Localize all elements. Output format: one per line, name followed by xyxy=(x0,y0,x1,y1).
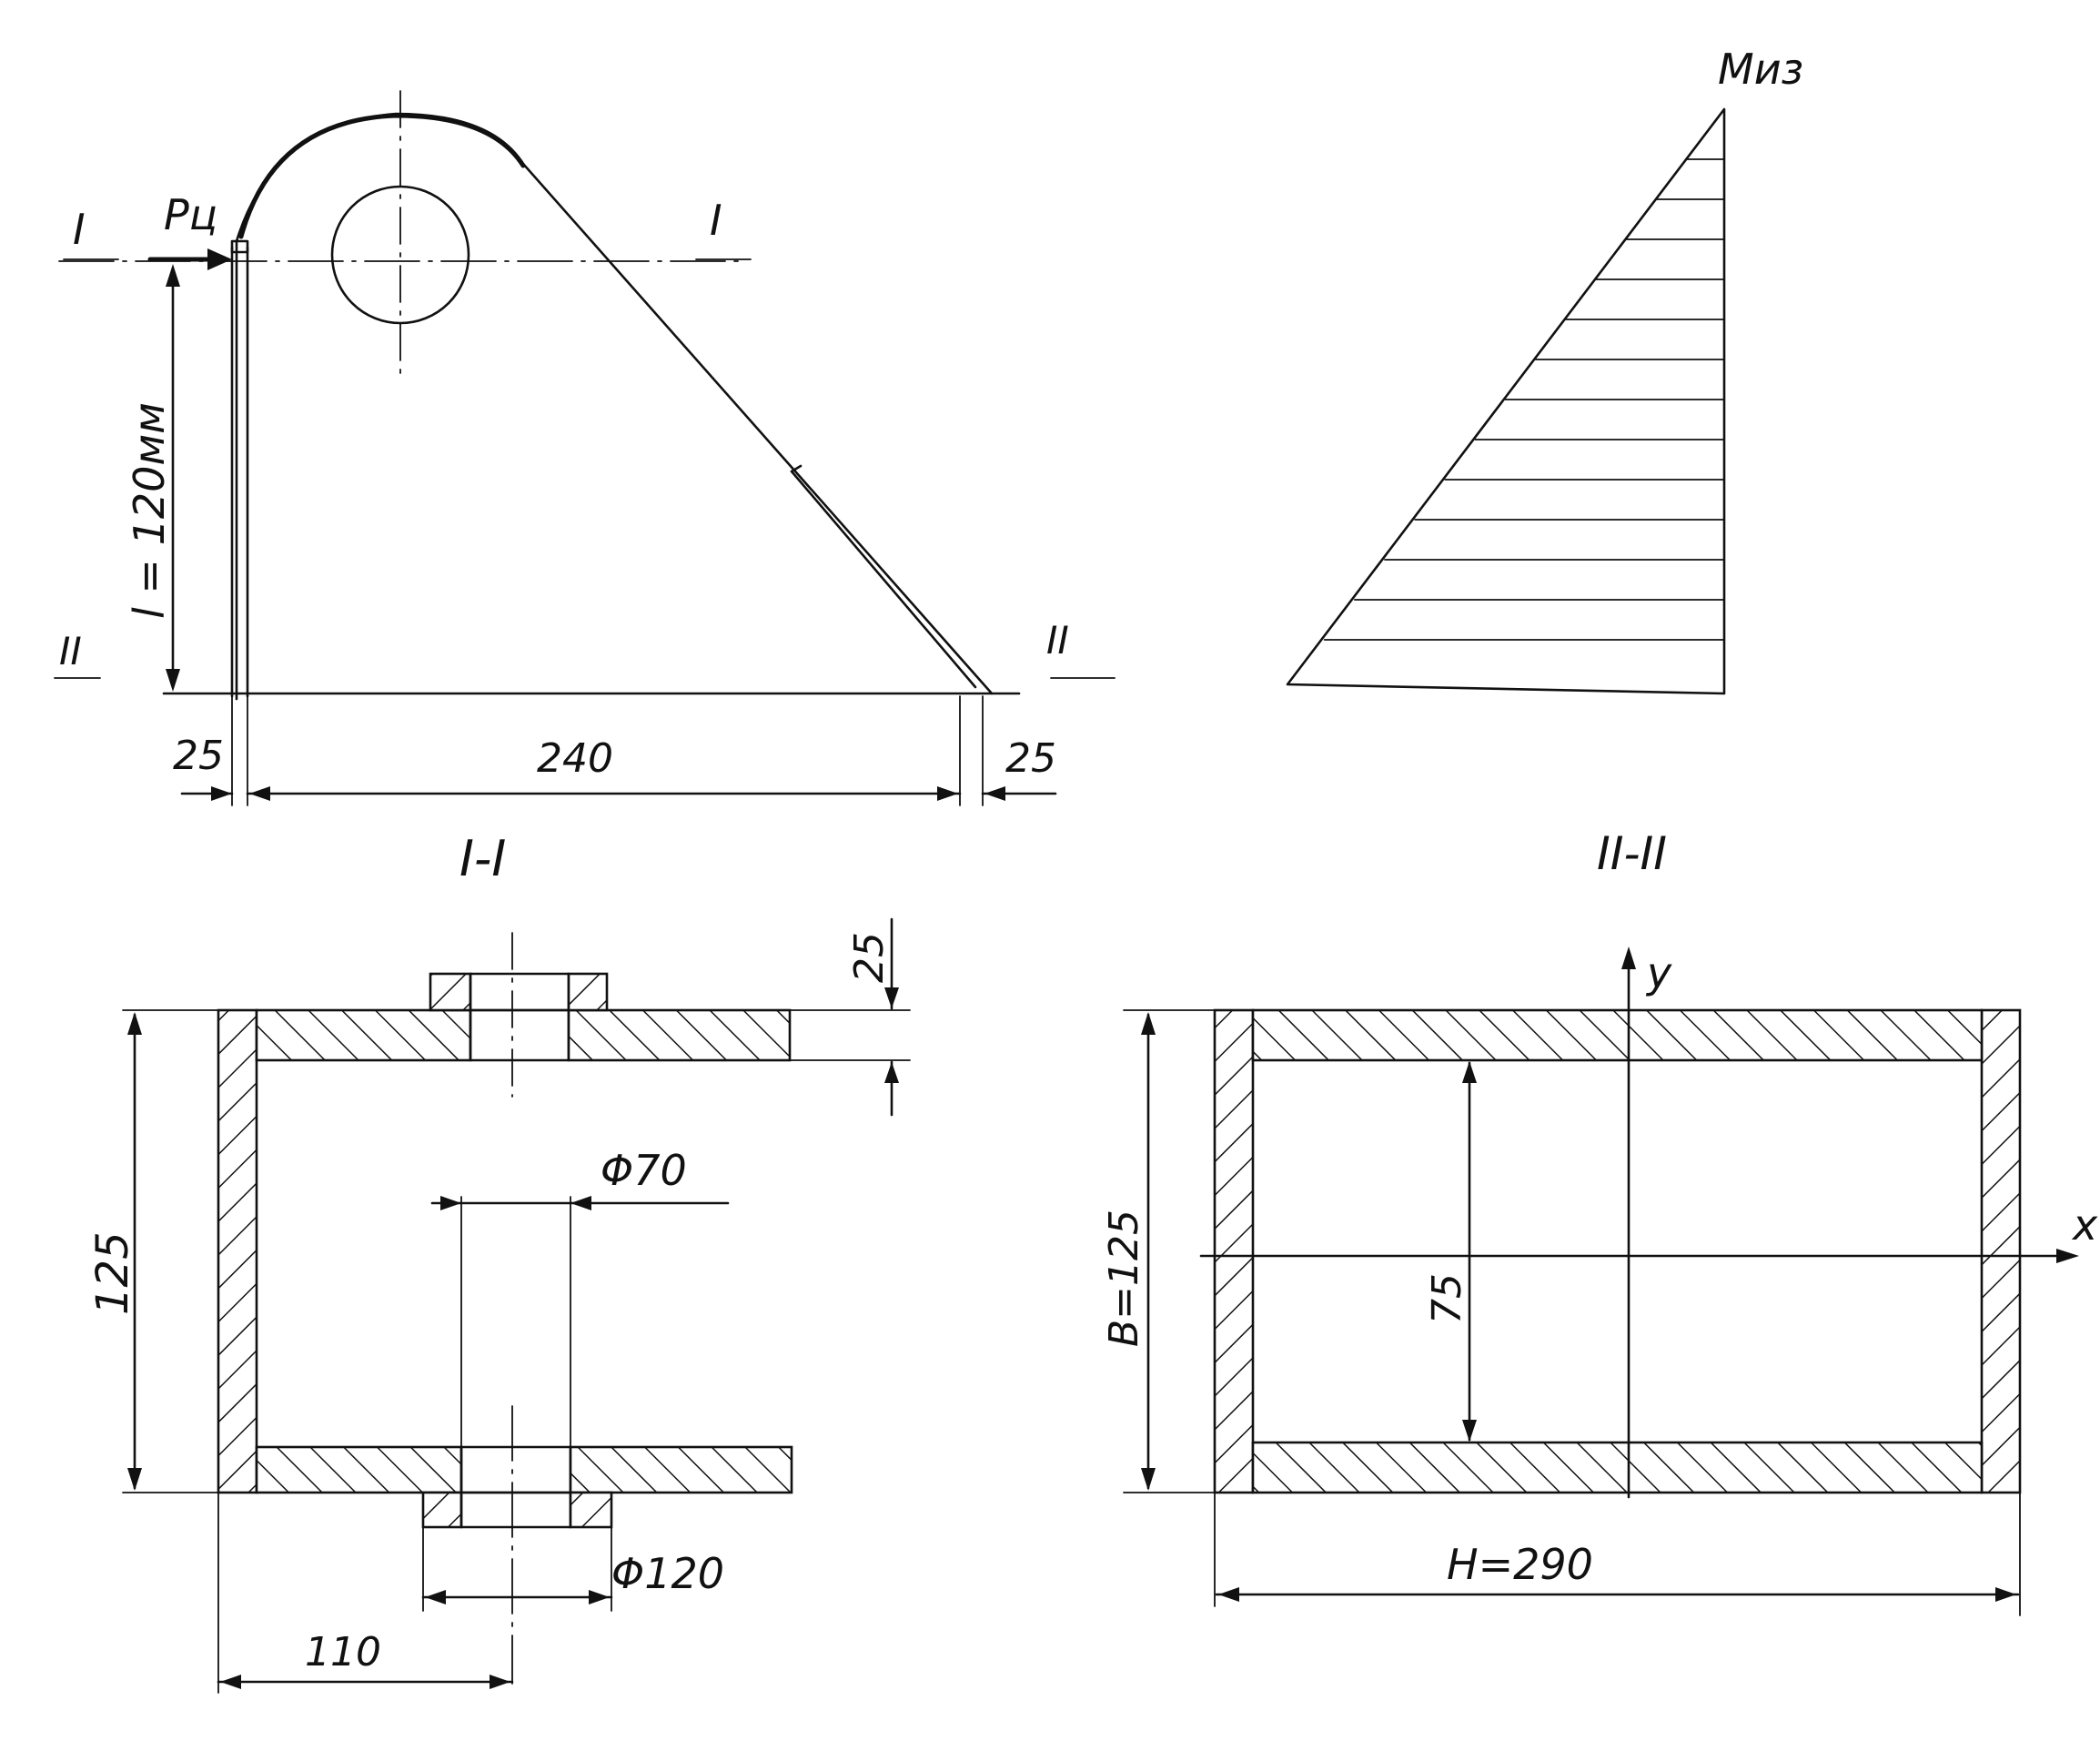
force-label: Pц xyxy=(164,190,217,239)
section-i-i-title: I-I xyxy=(459,830,506,887)
i-offset-label: 110 xyxy=(305,1629,381,1675)
i-height-label: 125 xyxy=(87,1231,138,1315)
i-top-flange-right xyxy=(567,1008,792,1062)
y-axis-label: y xyxy=(1645,948,1672,997)
i-bottom-boss-left xyxy=(421,1491,463,1529)
pin-hole xyxy=(330,185,470,325)
moment-label: Mиз xyxy=(1718,45,1803,94)
i-top-boss-right xyxy=(567,972,609,1012)
moment-hatch xyxy=(1323,158,1725,641)
bracket-outline xyxy=(235,112,994,701)
moment-triangle xyxy=(1286,107,1726,695)
i-bottom-flange-left xyxy=(255,1445,463,1494)
section-mark-ii-right: II xyxy=(1046,618,1069,663)
gusset-strip xyxy=(790,470,977,689)
moment-diagram: Mиз xyxy=(1286,45,1803,695)
i-hole-label: Φ70 xyxy=(601,1146,687,1195)
ii-right-wall xyxy=(1980,1008,2022,1494)
section-mark-i-right: I xyxy=(710,196,722,245)
i-top-boss-left xyxy=(429,972,472,1012)
i-top-flange-left xyxy=(255,1008,472,1062)
i-bottom-boss-right xyxy=(569,1491,613,1529)
i-boss-label: Φ120 xyxy=(611,1549,724,1598)
bracket-arc xyxy=(238,113,526,239)
section-mark-ii-left: II xyxy=(59,629,82,673)
ii-left-wall xyxy=(1213,1008,1255,1494)
ii-inner-label: 75 xyxy=(1424,1273,1470,1324)
dim-right-label: 25 xyxy=(1005,735,1056,782)
section-mark-i-left: I xyxy=(73,205,86,254)
section-i-i: I-I 125 25 xyxy=(87,830,911,1694)
height-label: l = 120мм xyxy=(125,402,174,619)
i-top-hole xyxy=(469,1008,570,1062)
section-ii-ii: II-II y x B=125 75 H=290 xyxy=(1101,827,2098,1616)
section-ii-ii-title: II-II xyxy=(1597,827,1667,880)
i-plate-label: 25 xyxy=(846,932,893,983)
i-left-wall xyxy=(217,1008,258,1494)
ii-bottom-flange xyxy=(1251,1441,1984,1494)
force-tab xyxy=(230,239,249,254)
dim-base-label: 240 xyxy=(537,735,613,782)
ii-top-flange xyxy=(1251,1008,1984,1062)
ii-h-label: H=290 xyxy=(1447,1540,1593,1589)
ii-b-label: B=125 xyxy=(1101,1210,1147,1347)
elevation-view: I I II II Pц l = 120мм 25 240 25 xyxy=(54,90,1116,806)
dim-left-label: 25 xyxy=(173,733,224,779)
x-axis-label: x xyxy=(2071,1200,2098,1250)
i-bottom-hole xyxy=(459,1445,572,1494)
i-bottom-flange-right xyxy=(569,1445,793,1494)
